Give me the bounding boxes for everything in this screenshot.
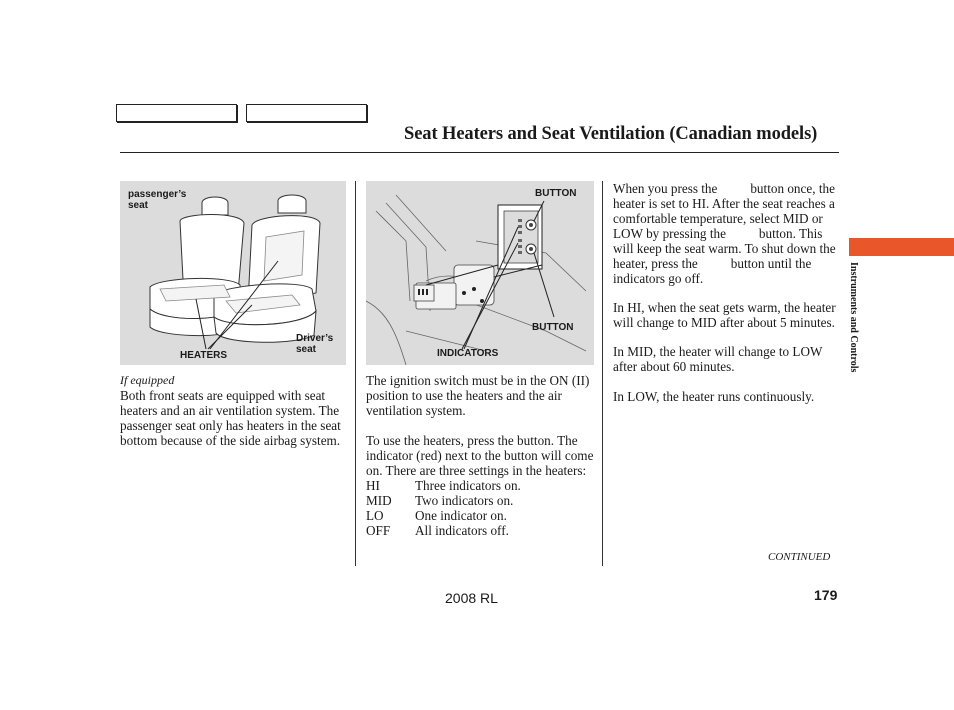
setting-row-hi: HI Three indicators on. — [366, 478, 521, 493]
setting-row-lo: LO One indicator on. — [366, 508, 521, 523]
title-rule — [120, 152, 839, 153]
console-illustration — [366, 194, 587, 365]
label-button-top: BUTTON — [535, 188, 577, 199]
if-equipped-note: If equipped — [120, 373, 175, 387]
setting-name: LO — [366, 508, 384, 523]
setting-name: OFF — [366, 523, 391, 538]
col3-paragraph-4: In LOW, the heater runs continuously. — [613, 389, 815, 404]
nav-box-previous[interactable] — [116, 104, 237, 122]
page-title: Seat Heaters and Seat Ventilation (Canad… — [404, 124, 818, 144]
setting-row-mid: MID Two indicators on. — [366, 493, 521, 508]
console-buttons-figure: BUTTON BUTTON INDICATORS — [366, 181, 594, 365]
col3-paragraph-2: In HI, when the seat gets warm, the heat… — [613, 300, 836, 330]
section-side-label: Instruments and Controls — [845, 262, 865, 407]
section-tab[interactable] — [849, 238, 954, 256]
col2-paragraph-2: To use the heaters, press the button. Th… — [366, 433, 594, 478]
col2-paragraph-1: The ignition switch must be in the ON (I… — [366, 373, 590, 418]
setting-name: HI — [366, 478, 380, 493]
setting-desc: Three indicators on. — [415, 478, 521, 493]
column-divider-2 — [602, 181, 603, 566]
setting-desc: Two indicators on. — [415, 493, 514, 508]
column-2-text: The ignition switch must be in the ON (I… — [366, 373, 596, 538]
seat-heaters-figure: passenger’s seat Driver’s seat HEATERS — [120, 181, 346, 365]
label-heaters: HEATERS — [180, 350, 228, 361]
label-drivers-seat: Driver’s seat — [296, 333, 334, 355]
label-button-bottom: BUTTON — [532, 322, 574, 333]
section-side-label-text: Instruments and Controls — [848, 262, 859, 373]
continued-note: CONTINUED — [768, 551, 831, 563]
col3-paragraph-1: When you press the button once, the heat… — [613, 181, 836, 286]
setting-name: MID — [366, 493, 392, 508]
col3-paragraph-3: In MID, the heater will change to LOW af… — [613, 344, 823, 374]
setting-row-off: OFF All indicators off. — [366, 523, 521, 538]
column-1-text: If equipped Both front seats are equippe… — [120, 373, 348, 448]
seats-illustration — [149, 194, 321, 350]
column-3-text: When you press the button once, the heat… — [613, 181, 839, 404]
setting-desc: One indicator on. — [415, 508, 507, 523]
footer-model: 2008 RL — [445, 590, 498, 606]
heater-settings-table: HI Three indicators on. MID Two indicato… — [366, 478, 521, 538]
col1-paragraph: Both front seats are equipped with seat … — [120, 388, 341, 448]
label-passenger-seat: passenger’s seat — [128, 189, 187, 211]
nav-box-next[interactable] — [246, 104, 367, 122]
column-divider-1 — [355, 181, 356, 566]
setting-desc: All indicators off. — [415, 523, 509, 538]
label-indicators: INDICATORS — [437, 348, 499, 359]
page-number: 179 — [814, 587, 838, 603]
